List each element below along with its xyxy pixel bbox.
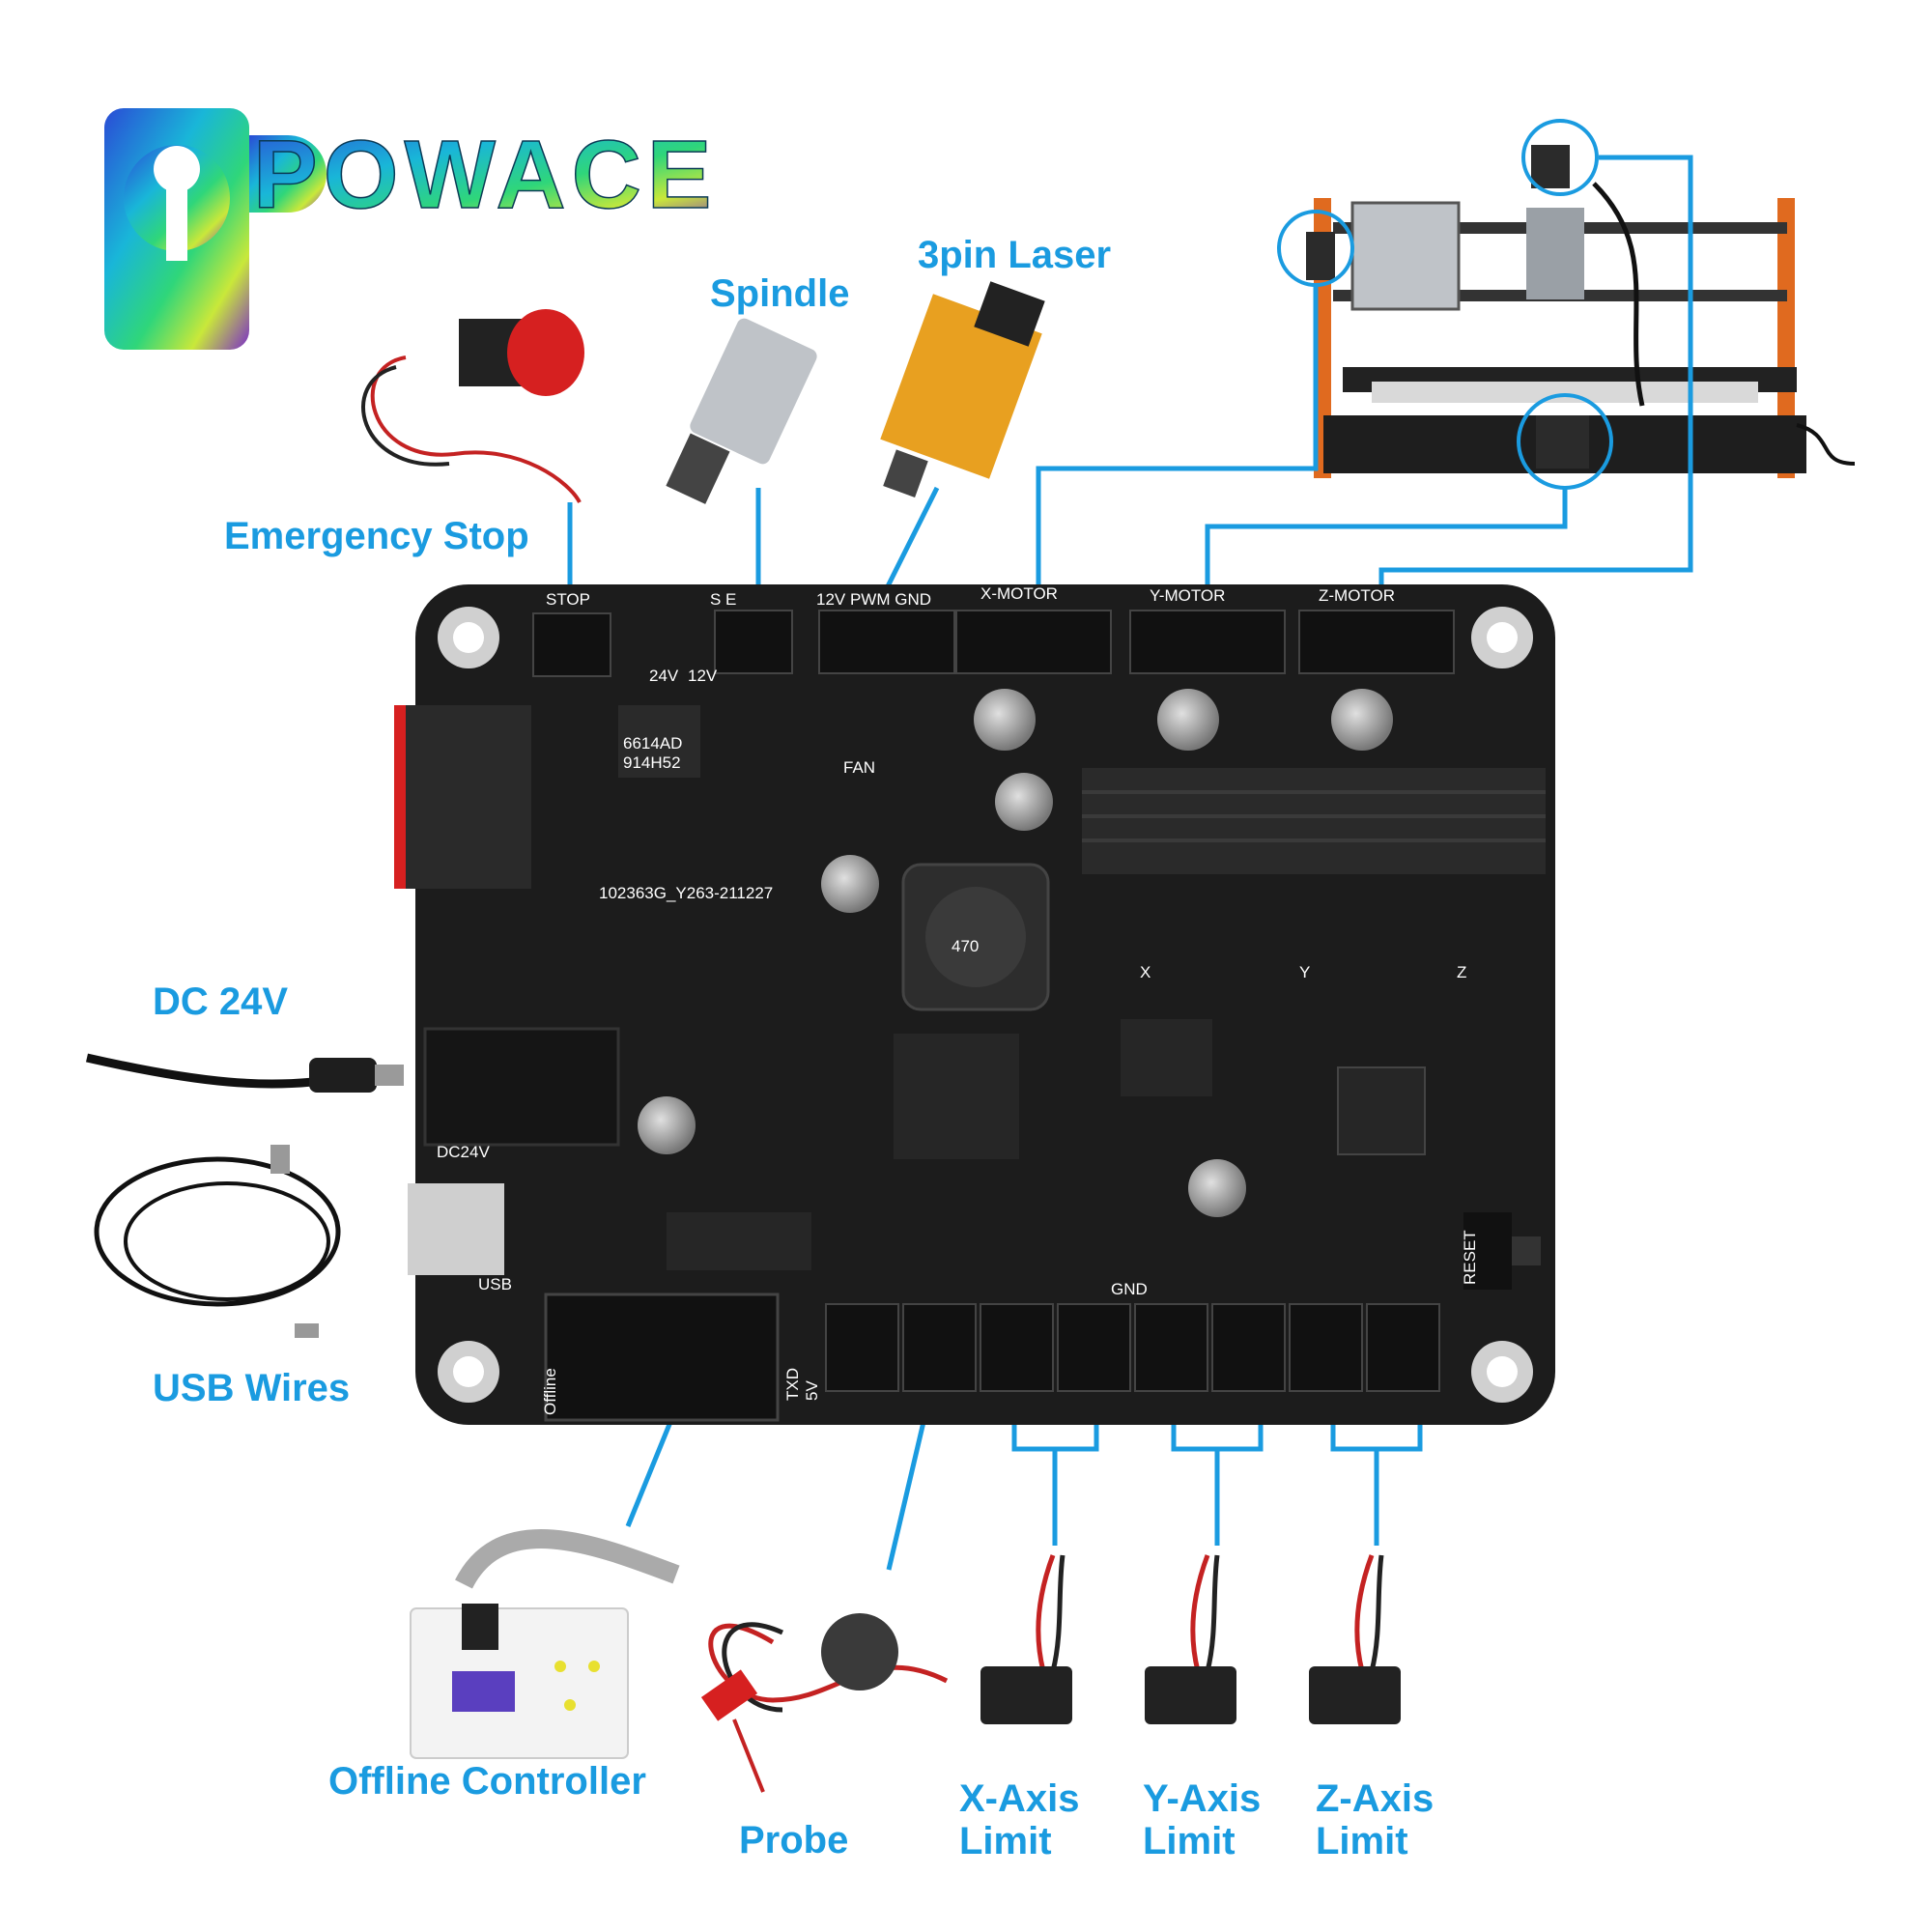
cnc-machine <box>1277 119 1856 490</box>
dc-power-cable <box>86 1053 404 1093</box>
y-axis-limit-switch <box>1145 1554 1236 1724</box>
label-spindle: Spindle <box>710 272 850 315</box>
offline-controller <box>410 1529 680 1759</box>
label-y-axis-limit-line1: Y-Axis <box>1143 1777 1262 1820</box>
z-axis-limit-switch <box>1309 1554 1401 1724</box>
label-x-axis-limit-line2: Limit <box>959 1820 1052 1862</box>
silk-usb: USB <box>478 1275 512 1293</box>
silk-y-motor: Y-MOTOR <box>1150 586 1225 605</box>
silk-y: Y <box>1299 963 1310 981</box>
silk-z-motor: Z-MOTOR <box>1319 586 1395 605</box>
silk-z: Z <box>1457 963 1466 981</box>
silk-x-motor: X-MOTOR <box>980 584 1058 603</box>
silk-fan: FAN <box>843 758 875 777</box>
label-laser: 3pin Laser <box>918 234 1112 276</box>
label-y-axis-limit-line2: Limit <box>1143 1820 1236 1862</box>
silk-x: X <box>1140 963 1151 981</box>
silk-laser: 12V PWM GND <box>816 590 931 609</box>
label-emergency-stop: Emergency Stop <box>224 515 529 557</box>
silk-pcb-id: 102363G_Y263-211227 <box>599 884 773 902</box>
label-z-axis-limit-line1: Z-Axis <box>1316 1777 1435 1820</box>
label-probe: Probe <box>739 1819 849 1861</box>
silk-spindle: S E <box>710 590 736 609</box>
spindle-motor <box>666 318 817 504</box>
silk-mosfet2: 914H52 <box>623 753 681 772</box>
control-board: STOP S E 12V PWM GND X-MOTOR Y-MOTOR Z-M… <box>394 584 1555 1425</box>
silk-5v: 5V <box>803 1380 821 1401</box>
silk-24v: 24V <box>649 667 679 685</box>
silk-stop: STOP <box>546 590 590 609</box>
silk-inductor: 470 <box>952 937 979 955</box>
label-z-axis-limit-line2: Limit <box>1316 1820 1408 1862</box>
label-dc-power: DC 24V <box>153 980 289 1023</box>
label-z-axis-limit: Z-Axis Limit <box>1316 1777 1434 1862</box>
probe <box>700 1613 949 1793</box>
logo-text: POWACE <box>253 121 717 229</box>
silk-reset: RESET <box>1461 1230 1479 1285</box>
silk-mosfet: 6614AD <box>623 734 682 753</box>
label-x-axis-limit: X-Axis Limit <box>959 1777 1080 1862</box>
usb-cable <box>94 1145 341 1338</box>
label-y-axis-limit: Y-Axis Limit <box>1143 1777 1261 1862</box>
silk-12v: 12V <box>688 667 718 685</box>
x-axis-limit-switch <box>980 1554 1072 1724</box>
laser-module <box>880 281 1045 497</box>
silk-txd: TXD <box>783 1368 802 1401</box>
z-motor-callout <box>1521 119 1599 196</box>
silk-offline: Offline <box>541 1368 559 1415</box>
silk-dc: DC24V <box>437 1143 490 1161</box>
brand-logo: POWACE <box>104 108 717 350</box>
emergency-stop-button <box>360 309 584 503</box>
label-offline-controller: Offline Controller <box>328 1760 646 1803</box>
silk-gnd: GND <box>1111 1280 1148 1298</box>
label-x-axis-limit-line1: X-Axis <box>959 1777 1080 1820</box>
label-usb: USB Wires <box>153 1367 351 1409</box>
